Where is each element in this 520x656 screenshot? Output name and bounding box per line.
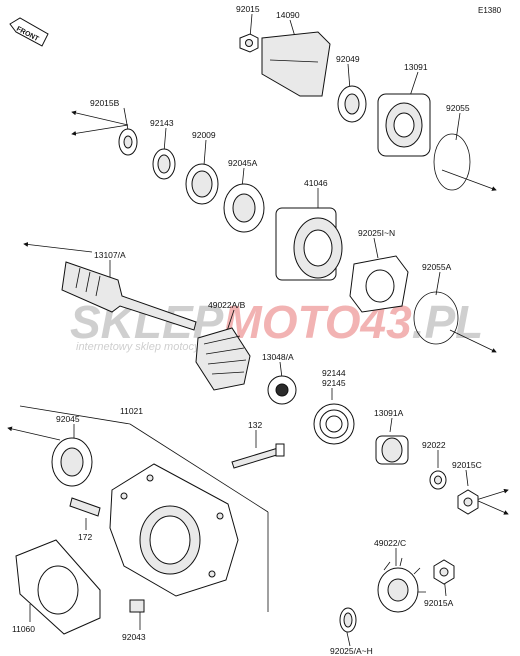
label-92025A-H: 92025/A~H: [330, 646, 373, 656]
label-13091A: 13091A: [374, 408, 404, 418]
label-132: 132: [248, 420, 262, 430]
part-92045: [51, 437, 93, 487]
part-92055A: [413, 291, 459, 345]
label-92045: 92045: [56, 414, 80, 424]
label-92145: 92145: [322, 378, 346, 388]
front-arrow-icon: FRONT: [9, 17, 49, 47]
label-92045A: 92045A: [228, 158, 258, 168]
label-49022C: 49022/C: [374, 538, 406, 548]
label-92055A: 92055A: [422, 262, 452, 272]
part-13091: [377, 93, 431, 157]
watermark-brand-mid: MOTO: [223, 296, 360, 348]
part-labels: 92015 14090 92049 13091 92015B 92143 920…: [12, 4, 482, 656]
part-41046: [275, 207, 343, 281]
label-14090: 14090: [276, 10, 300, 20]
part-13048A: [267, 375, 297, 405]
label-92015A: 92015A: [424, 598, 454, 608]
label-92015B: 92015B: [90, 98, 120, 108]
part-92015A: [433, 559, 455, 585]
part-92043: [129, 599, 145, 613]
part-92049: [337, 85, 367, 123]
part-92009: [185, 163, 219, 205]
part-49022AB: [195, 327, 251, 391]
part-172: [69, 497, 101, 517]
part-13107A: [61, 261, 197, 331]
label-41046: 41046: [304, 178, 328, 188]
label-13107A: 13107/A: [94, 250, 126, 260]
part-92015: [239, 33, 259, 53]
part-11021: [109, 463, 239, 597]
part-92022: [429, 470, 447, 490]
label-13091: 13091: [404, 62, 428, 72]
part-49022C: [377, 557, 426, 613]
label-92022: 92022: [422, 440, 446, 450]
part-92015B: [118, 128, 138, 156]
label-92143: 92143: [150, 118, 174, 128]
watermark: SKLEPMOTO43.PL internetowy sklep motocyk…: [70, 296, 483, 353]
label-92015: 92015: [236, 4, 260, 14]
part-92045A: [223, 183, 265, 233]
part-13091A: [375, 435, 409, 465]
label-92049: 92049: [336, 54, 360, 64]
label-11021: 11021: [120, 406, 143, 416]
part-92055: [433, 133, 471, 191]
leader-lines: [7, 13, 509, 647]
part-92025I-N: [349, 255, 409, 313]
label-13048A: 13048/A: [262, 352, 294, 362]
label-92043: 92043: [122, 632, 146, 642]
label-172: 172: [78, 532, 92, 542]
part-11060: [15, 539, 101, 635]
label-92009: 92009: [192, 130, 216, 140]
label-11060: 11060: [12, 624, 35, 634]
watermark-tagline: internetowy sklep motocyklowy: [76, 341, 229, 353]
part-92025A-H: [339, 607, 357, 633]
diagram-code: E1380: [478, 6, 502, 15]
label-92144: 92144: [322, 368, 346, 378]
label-92055: 92055: [446, 103, 470, 113]
part-92144-92145: [313, 403, 355, 445]
part-132: [231, 443, 285, 469]
label-49022AB: 49022A/B: [208, 300, 246, 310]
label-92015C: 92015C: [452, 460, 482, 470]
label-92025I-N: 92025I~N: [358, 228, 395, 238]
part-92143: [152, 148, 176, 180]
part-14090: [261, 31, 331, 97]
part-92015C: [457, 489, 479, 515]
